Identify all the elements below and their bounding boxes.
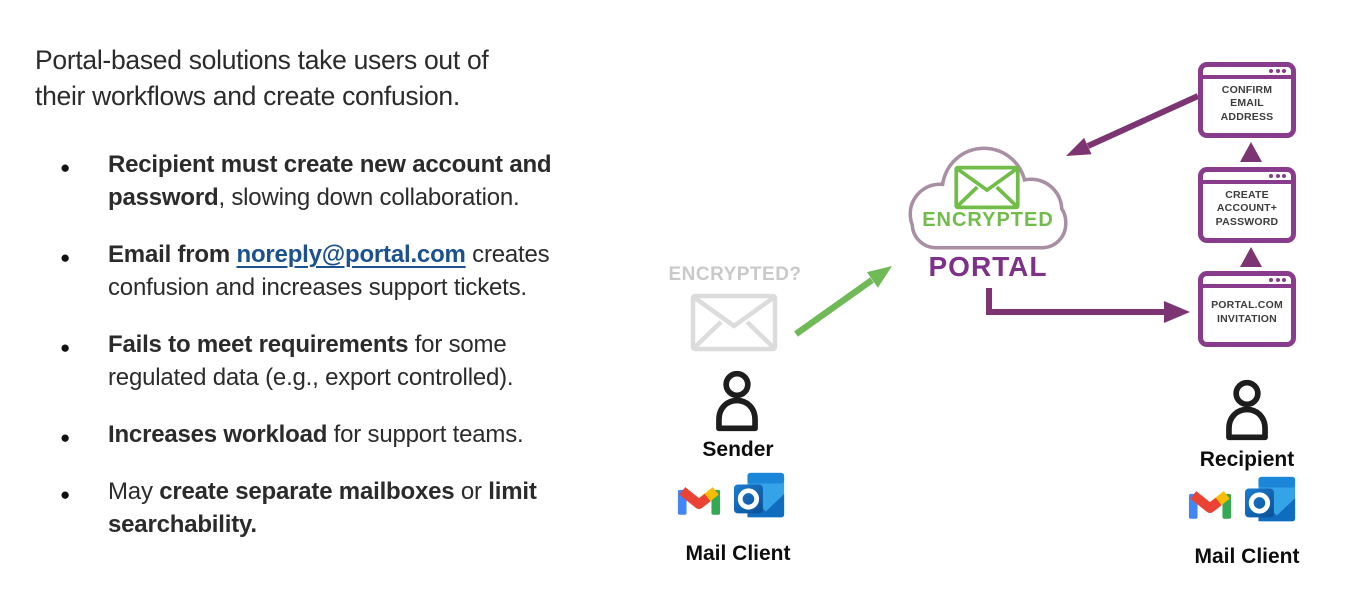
bullet-text: , slowing down collaboration. [218,184,520,211]
bullet-list: Recipient must create new account and pa… [58,148,568,565]
recipient-mail-client-label: Mail Client [1194,545,1300,568]
bullet-text: for some regulated data (e.g., export co… [108,331,514,391]
outlook-icon [733,472,785,518]
bullet-text: Email from [108,241,237,268]
headline: Portal-based solutions take users out of… [35,45,489,111]
window-label: PORTAL.COM INVITATION [1211,299,1283,325]
bullet-text: for support teams. [327,421,524,448]
gmail-icon [1188,491,1232,519]
bullet-text: creates confusion and increases support … [108,241,550,301]
gmail-icon [677,487,721,515]
window-label: CONFIRM EMAIL ADDRESS [1220,83,1274,123]
window-dot [1275,278,1280,282]
window-dot [1269,69,1273,73]
noreply-link[interactable]: noreply@portal.com [236,241,466,268]
window-titlebar [1203,172,1291,184]
outlook-icon [1244,476,1296,522]
create-account-window: CREATE ACCOUNT+ PASSWORD [1198,167,1296,243]
sender-label: Sender [702,438,774,461]
bullet-item: Email from noreply@portal.com creates co… [58,238,568,304]
window-dot [1282,69,1286,73]
portal-invitation-window: PORTAL.COM INVITATION [1198,271,1296,347]
bullet-text: May [108,478,160,505]
unencrypted-envelope-icon [690,293,778,352]
confirm-email-window: CONFIRM EMAIL ADDRESS [1198,62,1296,138]
bullet-text: limit searchability. [108,478,537,538]
encrypted-envelope-icon [954,165,1020,210]
send-to-portal-arrow [794,266,892,337]
bullet-item: Fails to meet requirements for some regu… [58,328,568,394]
window-dot [1275,174,1280,178]
recipient-person-icon [1226,379,1268,441]
window-label: CREATE ACCOUNT+ PASSWORD [1215,188,1279,228]
portal-to-invitation-arrow [986,288,1190,323]
window-titlebar [1203,276,1291,288]
window-dot [1282,278,1286,282]
cloud-encrypted-label: ENCRYPTED [922,209,1054,231]
window-titlebar [1203,67,1291,79]
encrypted-question-label: ENCRYPTED? [668,264,802,285]
portal-label: PORTAL [928,251,1048,282]
bullet-text: Increases workload [108,421,328,448]
confirm-to-portal-arrow [1066,93,1200,156]
bullet-item: Recipient must create new account and pa… [58,148,568,214]
bullet-text: Recipient must create new account and pa… [108,151,552,211]
bullet-item: Increases workload for support teams. [58,418,568,454]
window-dot [1275,69,1280,73]
bullet-text: Fails to meet requirements [108,331,409,358]
window-dot [1282,174,1286,178]
bullet-item: May create separate mailboxes or limit s… [58,475,568,541]
sender-person-icon [716,370,758,432]
recipient-label: Recipient [1199,448,1295,471]
up-arrow-icon [1240,247,1262,267]
window-dot [1269,278,1273,282]
sender-mail-client-label: Mail Client [685,542,791,565]
bullet-text: or [454,478,489,505]
window-dot [1269,174,1273,178]
up-arrow-icon [1240,142,1262,162]
bullet-text: create separate mailboxes [159,478,455,505]
